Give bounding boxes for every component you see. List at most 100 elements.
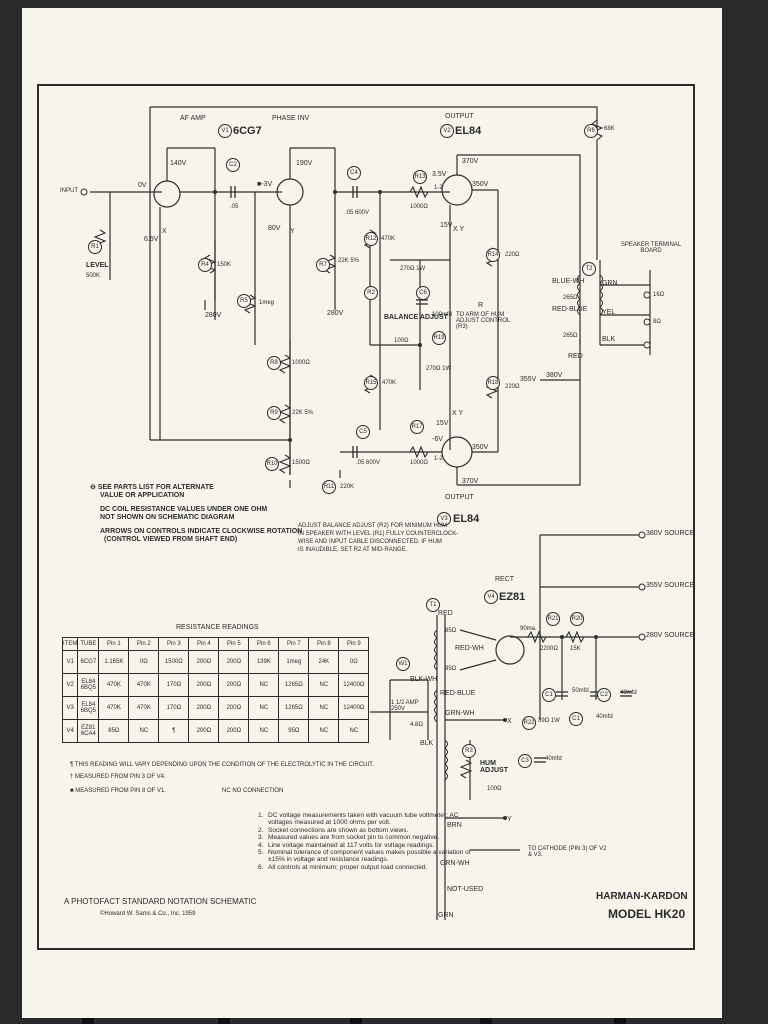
resistance-cell: EL84 6BQ5 — [77, 673, 100, 697]
r2-badge: R2 — [364, 286, 378, 300]
resistance-cell: 200Ω — [188, 696, 220, 720]
legend-block: ⊖ SEE PARTS LIST FOR ALTERNATE VALUE OR … — [90, 484, 302, 544]
note-number: 5. — [258, 848, 264, 856]
resistance-cell: 1meg — [278, 650, 310, 674]
r-arm-label: R — [478, 302, 484, 309]
x-marker-1: X — [162, 228, 167, 235]
resistance-cell: 139K — [248, 650, 280, 674]
v1-plate-voltage: 140V — [170, 160, 187, 167]
note-number: 6. — [258, 863, 264, 871]
level-value: 500K — [86, 273, 101, 279]
edge-mark-3 — [350, 1018, 362, 1024]
note-item: 5.Nominal tolerance of component values … — [258, 849, 478, 864]
out-bottom-pins: 1-2 — [434, 456, 443, 462]
r7-value: 22K 5% — [338, 258, 360, 264]
x-marker-2: X — [507, 718, 512, 725]
lead-grn: GRN — [602, 280, 618, 287]
resistance-cell: NC — [308, 719, 340, 743]
r21-value: 2200Ω — [540, 646, 558, 652]
resistance-cell: 24K — [308, 650, 340, 674]
r21-badge: R21 — [546, 612, 560, 626]
r8-value: 1000Ω — [292, 360, 310, 366]
r12-badge: R12 — [364, 232, 378, 246]
hum-adjust-label: HUM ADJUST — [480, 760, 509, 774]
v1-grid-voltage: 0V — [138, 182, 147, 189]
r11-badge: R11 — [322, 480, 336, 494]
resistance-cell: 470K — [98, 673, 130, 697]
resistance-cell: 6CG7 — [77, 650, 100, 674]
edge-mark-5 — [614, 1018, 626, 1024]
r22-badge: R22 — [522, 716, 536, 730]
note-text: DC voltage measurements taken with vacuu… — [268, 812, 459, 827]
v3-tube-label: EL84 — [453, 513, 480, 525]
resistance-cell: 200Ω — [218, 719, 250, 743]
output-bottom-label: OUTPUT — [445, 494, 474, 501]
resistance-header-cell: Pin 5 — [218, 637, 250, 651]
c1c-value: 40mfd — [596, 714, 613, 720]
note-number: 3. — [258, 834, 264, 842]
note-item: 6.All controls at minimum; proper output… — [258, 864, 478, 871]
c2b-badge: C2 — [597, 688, 611, 702]
rect-label: RECT — [495, 576, 515, 583]
c5-badge: C5 — [356, 425, 370, 439]
legend-line-2b: NOT SHOWN ON SCHEMATIC DIAGRAM — [100, 514, 235, 522]
r17-value: 1000Ω — [410, 460, 428, 466]
b-plus-280-a: 280V — [205, 312, 222, 319]
out-bottom-xy: X Y — [452, 410, 464, 417]
r20-badge: R20 — [570, 612, 584, 626]
w1-badge: W1 — [396, 657, 410, 671]
resistance-cell: 95Ω — [278, 719, 310, 743]
resistance-cell: NC — [338, 719, 370, 743]
r19-value: 270Ω 1W — [426, 366, 452, 372]
out-top-grid: 3.5V — [432, 171, 447, 178]
resistance-cell: 0Ω — [128, 650, 160, 674]
resistance-cell: V2 — [61, 673, 79, 697]
note-item: 2.Socket connections are shown as bottom… — [258, 827, 478, 834]
v2-cathode-voltage: 80V — [268, 225, 281, 232]
edge-mark-1 — [82, 1018, 94, 1024]
resistance-foot-3: ■ MEASURED FROM PIN 8 OF V1. — [70, 788, 166, 794]
legend-line-1b: VALUE OR APPLICATION — [100, 492, 185, 500]
resistance-cell: 170Ω — [158, 673, 190, 697]
legend-line-3b: (CONTROL VIEWED FROM SHAFT END) — [104, 536, 238, 544]
resistance-cell: 1265Ω — [278, 696, 310, 720]
resistance-cell: NC — [248, 673, 280, 697]
v3-badge: V3 — [437, 512, 451, 526]
resistance-cell: 1265Ω — [278, 673, 310, 697]
resistance-cell: NC — [308, 673, 340, 697]
pt-85-ohm: 85Ω — [445, 628, 457, 634]
resistance-cell: V3 — [61, 696, 79, 720]
resistance-cell: 470K — [98, 696, 130, 720]
r11-value: 220K — [340, 484, 355, 490]
output-top-label: OUTPUT — [445, 113, 474, 120]
t1-badge: T1 — [426, 598, 440, 612]
v4-badge: V4 — [484, 590, 498, 604]
to-arm-note: TO ARM OF HUM ADJUST CONTROL (R3) — [456, 312, 511, 330]
lead-blk: BLK — [602, 336, 616, 343]
schematic-frame — [37, 84, 695, 950]
v2-badge: V2 — [440, 124, 454, 138]
edge-mark-2 — [218, 1018, 230, 1024]
r5-badge: R5 — [237, 294, 251, 308]
r9-value: 22K 5% — [292, 410, 314, 416]
c1a-value: 50mfd — [572, 688, 589, 694]
c6-badge: C6 — [416, 286, 430, 300]
resistance-cell: 12400Ω — [338, 696, 370, 720]
pt-brn: BRN — [447, 822, 462, 829]
r9-badge: R9 — [267, 406, 281, 420]
r18-value: 220Ω — [505, 384, 520, 390]
pt-red: RED — [438, 610, 453, 617]
y-marker-1: Y — [290, 228, 295, 235]
fuse-rating: 1 1/2 AMP 250V — [391, 700, 419, 712]
resistance-header-cell: TUBE — [77, 637, 100, 651]
input-label: INPUT — [60, 188, 78, 194]
resistance-header-cell: Pin 2 — [128, 637, 160, 651]
resistance-cell: V4 — [61, 719, 79, 743]
resistance-cell: 200Ω — [218, 673, 250, 697]
resistance-header-cell: Pin 8 — [308, 637, 340, 651]
c2b-value: 40mfd — [620, 690, 637, 696]
